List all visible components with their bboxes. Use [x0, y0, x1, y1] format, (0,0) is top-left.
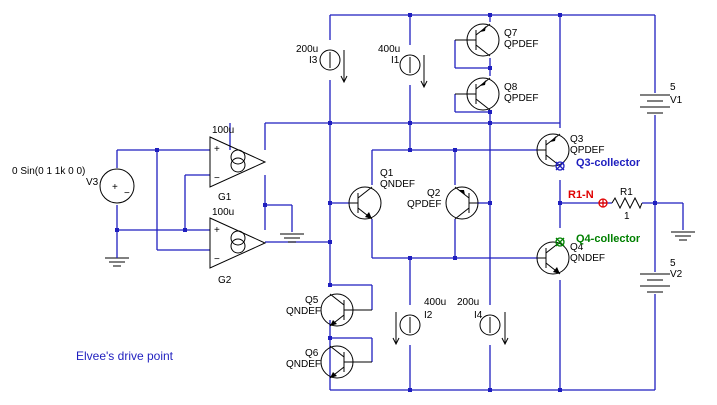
g1-name: G1: [218, 192, 232, 203]
q4-name: Q4: [570, 242, 584, 253]
r1-name: R1: [620, 187, 633, 198]
i3-value: 200u: [296, 44, 318, 55]
q1-model: QNDEF: [380, 179, 415, 190]
q8-transistor: Q8 QPDEF: [455, 77, 538, 111]
r1-probe-label: R1-N: [568, 189, 594, 201]
q7-model: QPDEF: [504, 39, 538, 50]
q2-model: QPDEF: [407, 199, 441, 210]
q7-transistor: Q7 QPDEF: [455, 23, 538, 57]
i3-name: I3: [309, 55, 318, 66]
i2-name: I2: [424, 310, 433, 321]
q5-transistor: Q5 QNDEF: [286, 293, 372, 327]
q8-name: Q8: [504, 82, 518, 93]
q7-name: Q7: [504, 28, 518, 39]
q6-transistor: Q6 QNDEF: [286, 345, 372, 379]
q4-model: QNDEF: [570, 253, 605, 264]
svg-text:+: +: [112, 182, 118, 193]
g1-transconductor: + − 100u G1: [209, 125, 267, 203]
q5-model: QNDEF: [286, 306, 321, 317]
g2-name: G2: [218, 275, 232, 286]
q6-model: QNDEF: [286, 359, 321, 370]
g1-value: 100u: [212, 125, 234, 136]
q3-transistor: Q3 QPDEF: [536, 133, 604, 167]
ground-symbols: [105, 231, 695, 267]
svg-text:−: −: [124, 188, 130, 199]
wires: [116, 14, 684, 391]
v3-name: V3: [86, 177, 99, 188]
svg-text:−: −: [214, 254, 220, 265]
q4-collector-probe: Q4-collector: [555, 233, 641, 247]
i3-current-source: 200u I3: [296, 44, 348, 84]
q2-name: Q2: [427, 188, 441, 199]
g2-value: 100u: [212, 207, 234, 218]
q1-name: Q1: [380, 168, 394, 179]
v1-battery: 5 V1: [640, 82, 683, 114]
i4-value: 200u: [457, 297, 479, 308]
junction-dots: [115, 13, 657, 392]
q8-model: QPDEF: [504, 93, 538, 104]
v2-battery: 5 V2: [640, 258, 683, 293]
r1-n-probe: R1-N: [568, 189, 608, 208]
q3-collector-probe: Q3-collector: [555, 157, 641, 171]
q5-name: Q5: [305, 295, 319, 306]
r1-resistor: R1 1: [611, 187, 643, 222]
i1-name: I1: [391, 55, 400, 66]
q3-probe-label: Q3-collector: [576, 157, 641, 169]
q3-model: QPDEF: [570, 145, 604, 156]
i1-current-source: 400u I1: [378, 44, 428, 89]
q1-transistor: Q1 QNDEF: [348, 168, 415, 220]
v1-name: V1: [670, 95, 683, 106]
v1-value: 5: [670, 82, 676, 93]
i1-value: 400u: [378, 44, 400, 55]
svg-text:−: −: [214, 173, 220, 184]
g2-transconductor: + − 100u G2: [209, 207, 267, 286]
svg-text:+: +: [214, 144, 220, 155]
v2-value: 5: [670, 258, 676, 269]
caption-text: Elvee's drive point: [76, 349, 174, 363]
q3-name: Q3: [570, 134, 584, 145]
q4-transistor: Q4 QNDEF: [536, 241, 605, 275]
r1-value: 1: [624, 211, 630, 222]
v3-value: 0 Sin(0 1 1k 0 0): [12, 166, 85, 177]
i2-value: 400u: [424, 297, 446, 308]
i4-name: I4: [474, 310, 483, 321]
i2-current-source: 400u I2: [392, 297, 446, 346]
svg-text:+: +: [214, 225, 220, 236]
q4-probe-label: Q4-collector: [576, 233, 641, 245]
q6-name: Q6: [305, 348, 319, 359]
q2-transistor: Q2 QPDEF: [407, 186, 479, 220]
v2-name: V2: [670, 269, 683, 280]
v3-source: + − 0 Sin(0 1 1k 0 0) V3: [12, 166, 135, 204]
i4-current-source: 200u I4: [457, 297, 509, 346]
